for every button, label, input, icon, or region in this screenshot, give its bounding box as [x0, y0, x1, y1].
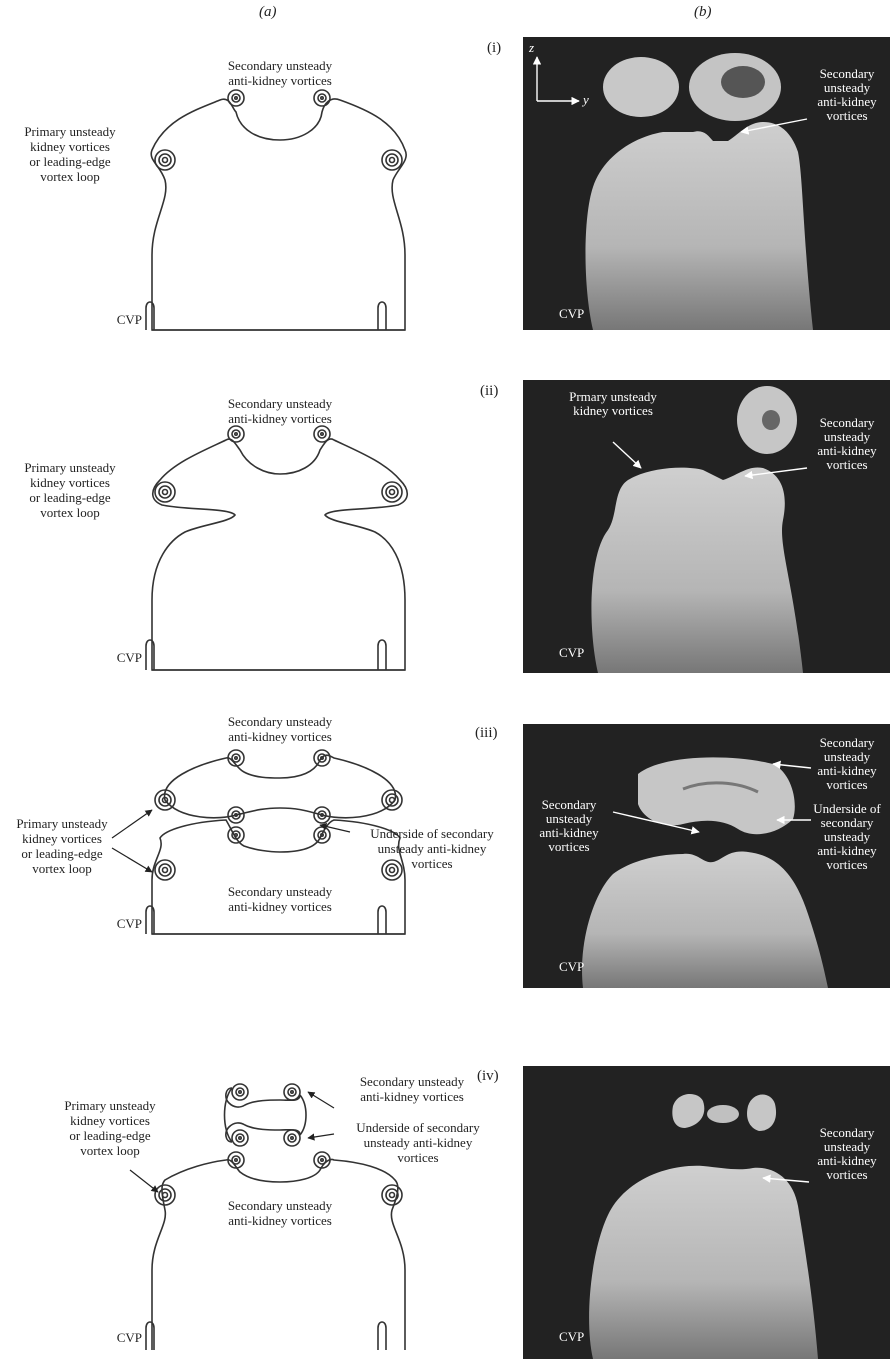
photo-iii-cvp: CVP [559, 960, 584, 974]
sketch-ii-cvp: CVP [80, 650, 142, 665]
sketch-i [146, 90, 406, 330]
sketch-iv-cvp: CVP [80, 1330, 142, 1345]
axis-y-label: y [583, 93, 589, 107]
column-header-b: (b) [694, 4, 712, 21]
sketch-ii [146, 426, 407, 670]
photo-iv-cvp: CVP [559, 1330, 584, 1344]
photo-ii-cvp: CVP [559, 646, 584, 660]
sketch-iii-cvp: CVP [80, 916, 142, 931]
photo-i-cvp: CVP [559, 307, 584, 321]
sketch-i-cvp: CVP [80, 312, 142, 327]
axis-z-label: z [529, 41, 534, 55]
